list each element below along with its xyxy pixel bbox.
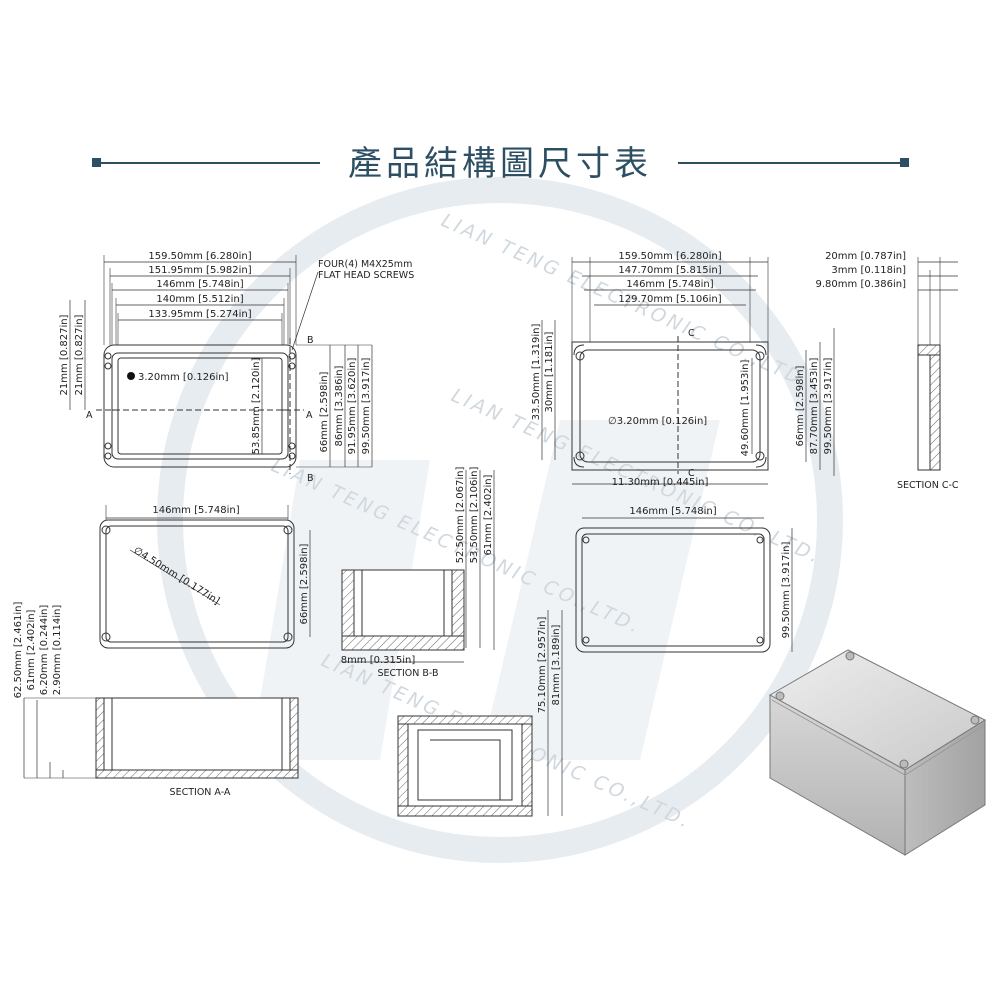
bottom-view-labels: 146mm [5.748in] 99.50mm [3.917in]	[629, 506, 792, 638]
dim-label: 159.50mm [6.280in]	[148, 251, 251, 262]
dim-label: 2.90mm [0.114in]	[52, 605, 63, 696]
dim-label: 133.95mm [5.274in]	[148, 309, 251, 320]
front-section-labels: 75.10mm [2.957in] 81mm [3.189in]	[537, 616, 562, 713]
dim-label: 21mm [0.827in]	[59, 314, 70, 395]
screw-note: FLAT HEAD SCREWS	[318, 270, 414, 281]
dim-label: 21mm [0.827in]	[74, 314, 85, 395]
dim-label: 53.85mm [2.120in]	[251, 357, 262, 454]
section-aa	[23, 697, 299, 779]
section-cc-labels: 20mm [0.787in] 3mm [0.118in] 9.80mm [0.3…	[816, 251, 959, 491]
dim-label: 9.80mm [0.386in]	[816, 279, 907, 290]
dim-label: 66mm [2.598in]	[299, 543, 310, 624]
section-bb-labels: 52.50mm [2.067in] 53.50mm [2.106in] 61mm…	[341, 466, 494, 679]
dim-label: 159.50mm [6.280in]	[618, 251, 721, 262]
front-section-view	[397, 610, 563, 817]
dim-label: 147.70mm [5.815in]	[618, 265, 721, 276]
dim-label: 61mm [2.402in]	[483, 474, 494, 555]
section-mark-c: C	[688, 328, 695, 339]
dim-label: 81mm [3.189in]	[551, 624, 562, 705]
top-view-right-labels: 159.50mm [6.280in] 147.70mm [5.815in] 14…	[531, 251, 834, 488]
section-label: SECTION A-A	[170, 787, 231, 798]
dim-label: 86mm [3.386in]	[334, 365, 345, 446]
dim-label: 91.95mm [3.620in]	[347, 357, 358, 454]
dim-label: 3mm [0.118in]	[831, 265, 906, 276]
dim-label: 30mm [1.181in]	[544, 331, 555, 412]
section-mark-a: A	[306, 410, 313, 421]
dim-label: 66mm [2.598in]	[795, 365, 806, 446]
dim-label: 99.50mm [3.917in]	[361, 357, 372, 454]
top-view-left	[69, 255, 373, 474]
dim-label: 146mm [5.748in]	[152, 505, 239, 516]
section-mark-b: B	[307, 473, 314, 484]
lid-view	[99, 505, 311, 649]
dim-label: 49.60mm [1.953in]	[740, 359, 751, 456]
dim-label: 87.70mm [3.453in]	[809, 357, 820, 454]
dim-label: 140mm [5.512in]	[156, 294, 243, 305]
title-bar: 產品結構圖尺寸表	[92, 144, 909, 184]
section-cc	[917, 257, 958, 471]
dim-label: 129.70mm [5.106in]	[618, 294, 721, 305]
enclosure-3d-render	[768, 649, 987, 856]
section-mark-c: C	[688, 468, 695, 479]
dim-label: 11.30mm [0.445in]	[612, 477, 709, 488]
section-label: SECTION B-B	[378, 668, 439, 679]
dim-label: 61mm [2.402in]	[26, 609, 37, 690]
section-label: SECTION C-C	[897, 480, 959, 491]
dim-label: 52.50mm [2.067in]	[455, 466, 466, 563]
bottom-view	[575, 517, 793, 653]
dim-label: 20mm [0.787in]	[825, 251, 906, 262]
dim-label: 146mm [5.748in]	[626, 279, 713, 290]
dim-label: 8mm [0.315in]	[341, 655, 416, 666]
section-aa-labels: 62.50mm [2.461in] 61mm [2.402in] 6.20mm …	[13, 601, 231, 798]
dim-label: 33.50mm [1.319in]	[531, 323, 542, 420]
section-mark-b: B	[307, 335, 314, 346]
dim-label: 75.10mm [2.957in]	[537, 616, 548, 713]
top-view-left-labels: 159.50mm [6.280in] 151.95mm [5.982in] 14…	[59, 251, 414, 484]
dim-label: 6.20mm [0.244in]	[39, 605, 50, 696]
dim-label: 66mm [2.598in]	[319, 371, 330, 452]
dim-label: 99.50mm [3.917in]	[823, 357, 834, 454]
screw-note: FOUR(4) M4X25mm	[318, 259, 412, 270]
dim-label: 53.50mm [2.106in]	[469, 466, 480, 563]
section-bb	[341, 470, 495, 663]
hole-dim-label: ∅3.20mm [0.126in]	[608, 416, 707, 427]
dim-label: 151.95mm [5.982in]	[148, 265, 251, 276]
dim-label: 146mm [5.748in]	[629, 506, 716, 517]
top-view-right	[541, 257, 835, 485]
dim-label: 99.50mm [3.917in]	[781, 541, 792, 638]
page-title: 產品結構圖尺寸表	[348, 144, 652, 184]
dim-label: 62.50mm [2.461in]	[13, 601, 24, 698]
hole-dim-label: 3.20mm [0.126in]	[138, 372, 229, 383]
dim-label: 146mm [5.748in]	[156, 279, 243, 290]
section-mark-a: A	[86, 410, 93, 421]
